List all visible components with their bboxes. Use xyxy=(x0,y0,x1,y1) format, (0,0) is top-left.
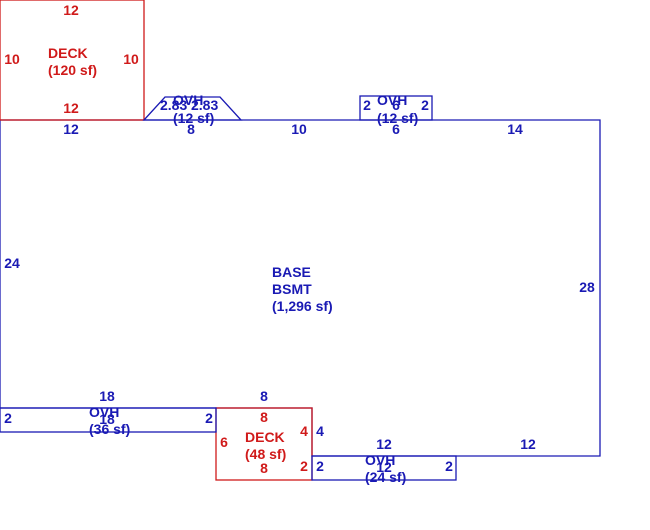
ovh-bottom-left-dim-inner: 18 xyxy=(99,411,115,427)
deck-bottom-dim-top: 8 xyxy=(260,409,268,425)
base-area: (1,296 sf) xyxy=(272,298,333,314)
ovh-top-right-name: OVH xyxy=(377,92,407,108)
ovh-bottom-left-dim-right: 2 xyxy=(205,410,213,426)
ovh-top-right-dim-bottom: 6 xyxy=(392,121,400,137)
deck-top-outline[interactable] xyxy=(0,0,145,121)
ovh-bottom-right-outline[interactable] xyxy=(311,455,457,481)
ovh-bottom-right-name: OVH xyxy=(365,452,395,468)
ovh-bottom-right-dim-top: 12 xyxy=(376,436,392,452)
ovh-top-right-dim-top: 6 xyxy=(392,97,400,113)
deck-bottom-dim-right-bottom: 2 xyxy=(300,458,308,474)
ovh-top-right-area: (12 sf) xyxy=(377,110,418,126)
ovh-top-right-outline[interactable] xyxy=(359,95,433,121)
ovh-bottom-left-name: OVH xyxy=(89,404,119,420)
deck-top-area: (120 sf) xyxy=(48,62,97,78)
deck-bottom-name: DECK xyxy=(245,429,285,445)
ovh-top-left-dim-b: 2.83 xyxy=(191,97,218,113)
ovh-bottom-left-dim-left: 2 xyxy=(4,410,12,426)
deck-bottom-dim-left: 6 xyxy=(220,434,228,450)
ovh-top-left-dim-a: 2.83 xyxy=(160,97,187,113)
deck-top-dim-left: 10 xyxy=(4,51,20,67)
ovh-bottom-right-dim-inner: 12 xyxy=(376,459,392,475)
ovh-top-left-dim-bottom: 8 xyxy=(187,121,195,137)
base-dim-bottom-c: 12 xyxy=(520,436,536,452)
ovh-bottom-right-dim-left: 2 xyxy=(316,458,324,474)
ovh-top-left-area: (12 sf) xyxy=(173,110,214,126)
ovh-bottom-right-area: (24 sf) xyxy=(365,469,406,485)
deck-top-dim-top: 12 xyxy=(63,2,79,18)
base-dim-top-b: 10 xyxy=(291,121,307,137)
base-dim-right: 28 xyxy=(579,279,595,295)
ovh-top-right-dim-left: 2 xyxy=(363,97,371,113)
base-dim-top-c: 14 xyxy=(507,121,523,137)
deck-top-dim-bottom: 12 xyxy=(63,100,79,116)
base-dim-bottom-b: 4 xyxy=(316,423,324,439)
deck-bottom-area: (48 sf) xyxy=(245,446,286,462)
deck-bottom-outline[interactable] xyxy=(215,407,313,481)
ovh-bottom-left-dim-top: 18 xyxy=(99,388,115,404)
ovh-top-left-name: OVH xyxy=(173,92,203,108)
ovh-top-right-dim-right: 2 xyxy=(421,97,429,113)
deck-bottom-dim-right-top: 4 xyxy=(300,423,308,439)
base-dim-left: 24 xyxy=(4,255,20,271)
base-dim-bottom-a: 8 xyxy=(260,388,268,404)
base-dim-top-a: 12 xyxy=(63,121,79,137)
deck-top-name: DECK xyxy=(48,45,88,61)
ovh-bottom-left-area: (36 sf) xyxy=(89,421,130,437)
ovh-bottom-right-dim-right: 2 xyxy=(445,458,453,474)
deck-bottom-dim-bottom: 8 xyxy=(260,460,268,476)
base-name-line1: BASE xyxy=(272,264,311,280)
ovh-top-left-outline[interactable] xyxy=(142,96,243,121)
deck-top-dim-right: 10 xyxy=(123,51,139,67)
ovh-bottom-left-outline[interactable] xyxy=(0,407,217,433)
base-name-line2: BSMT xyxy=(272,281,312,297)
